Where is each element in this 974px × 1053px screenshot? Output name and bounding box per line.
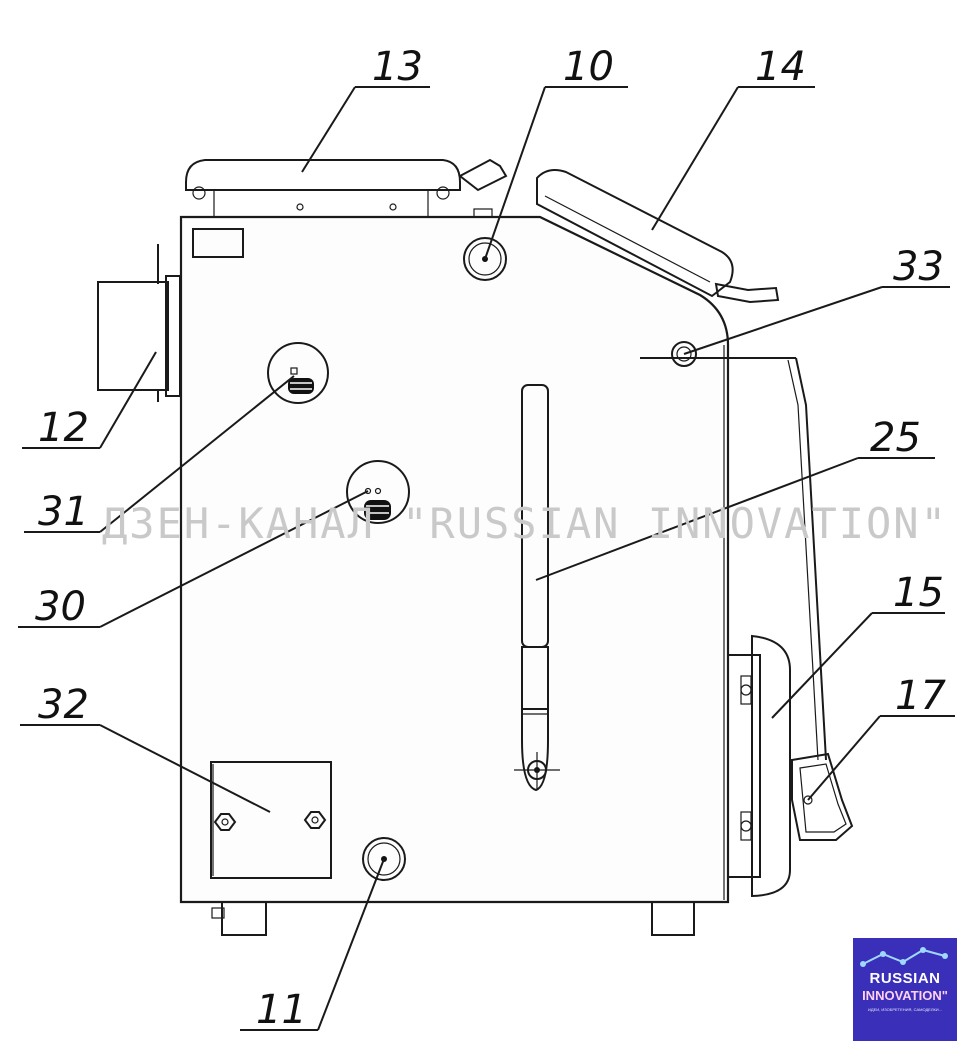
logo-line1: RUSSIAN — [869, 970, 941, 987]
top-plate — [213, 189, 429, 218]
callout-11: 11 — [256, 987, 307, 1033]
side-rod — [795, 357, 827, 761]
logo-tagline: ИДЕИ, ИЗОБРЕТЕНИЯ, САМОДЕЛКИ... — [867, 1007, 943, 1012]
flue-pipe — [97, 244, 181, 402]
handle-17 — [791, 752, 854, 841]
foot-right — [651, 901, 695, 936]
callout-31: 31 — [38, 489, 89, 535]
callout-13: 13 — [372, 44, 423, 90]
russian-innovation-logo: RUSSIAN INNOVATION" ИДЕИ, ИЗОБРЕТЕНИЯ, С… — [853, 938, 957, 1041]
damper-31 — [267, 342, 329, 404]
sight-glass-11 — [362, 837, 406, 881]
callout-17: 17 — [895, 673, 946, 719]
logo-line2: INNOVATION" — [862, 988, 948, 1003]
boiler-body — [179, 215, 730, 904]
callout-15: 15 — [893, 570, 944, 616]
callout-14: 14 — [755, 44, 806, 90]
callout-25: 25 — [870, 415, 921, 461]
name-plate — [192, 228, 244, 258]
watermark-text: ДЗЕН-КАНАЛ "RUSSIAN INNOVATION" — [102, 499, 948, 548]
callout-12: 12 — [38, 405, 89, 451]
leaders — [18, 86, 955, 1031]
damper-30 — [346, 460, 410, 524]
callout-32: 32 — [38, 682, 89, 728]
callout-10: 10 — [563, 44, 614, 90]
side-door-15 — [727, 634, 791, 898]
chart-line-icon — [860, 947, 948, 967]
callout-33: 33 — [893, 244, 944, 290]
callout-30: 30 — [35, 584, 86, 630]
foot-left — [221, 901, 267, 936]
loading-door — [536, 169, 780, 304]
lever-25 — [514, 384, 560, 792]
pivot-33 — [640, 341, 796, 367]
top-cover — [185, 158, 508, 200]
